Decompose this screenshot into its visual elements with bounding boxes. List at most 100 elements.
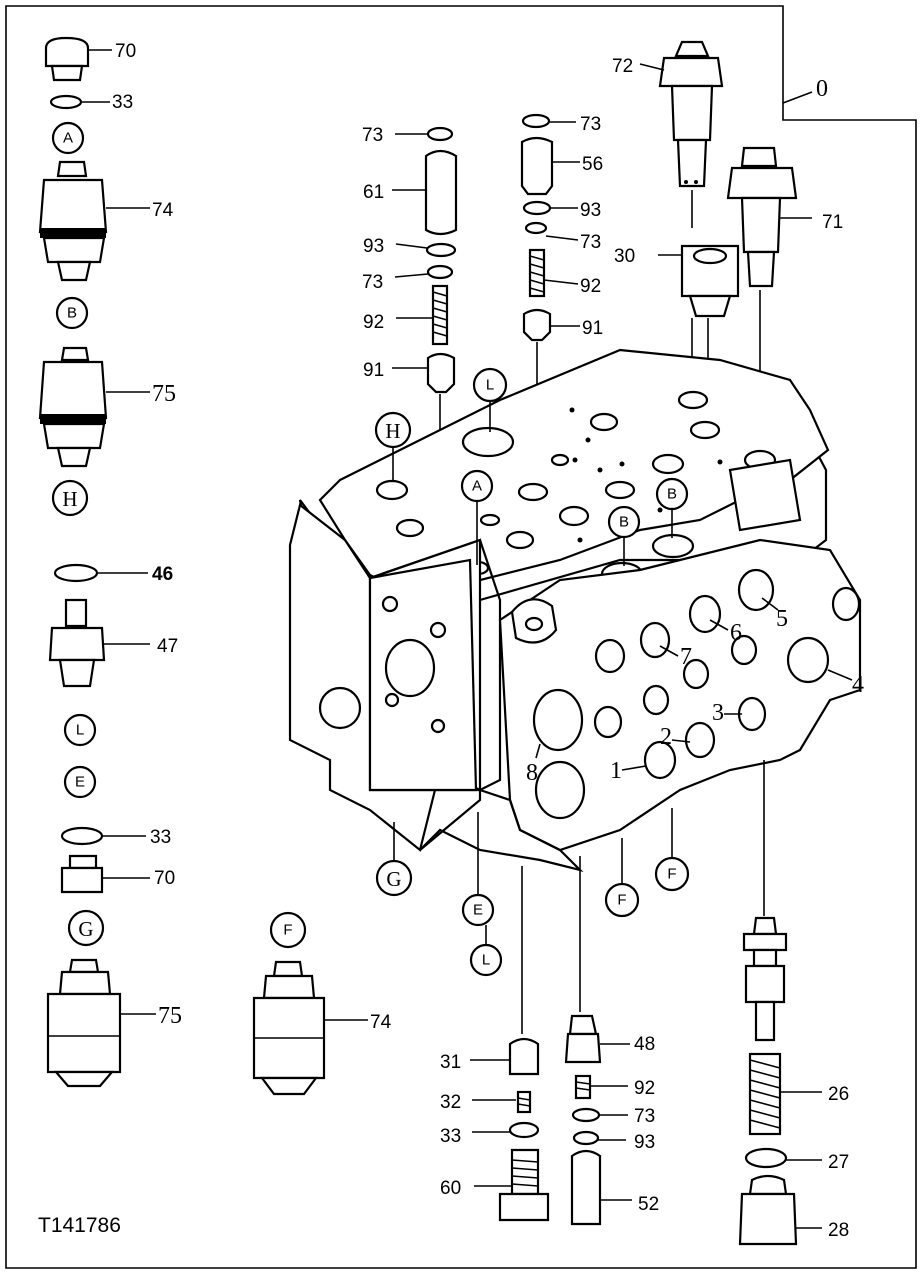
callout-28: 28 bbox=[828, 1220, 849, 1241]
letter-bubble-b-body-2: B bbox=[655, 477, 689, 538]
snap-ring-93-a bbox=[395, 242, 457, 258]
letter-bubble-f: F bbox=[269, 911, 307, 949]
oring-33-top bbox=[49, 94, 110, 110]
callout-33-bottom: 33 bbox=[440, 1126, 461, 1147]
letter-bubble-g-body: G bbox=[375, 859, 413, 897]
svg-text:H: H bbox=[385, 419, 400, 443]
callout-61: 61 bbox=[363, 182, 384, 203]
letter-bubble-l-bottom: L bbox=[469, 943, 503, 977]
relief-valve-75-top bbox=[38, 346, 150, 468]
spring-26 bbox=[748, 1052, 822, 1136]
svg-text:L: L bbox=[76, 722, 84, 739]
plunger-48 bbox=[564, 1014, 630, 1064]
callout-74: 74 bbox=[152, 200, 174, 221]
callout-92-b: 92 bbox=[580, 276, 601, 297]
spring-92-a bbox=[396, 284, 449, 346]
callout-70: 70 bbox=[115, 41, 136, 62]
poppet-stem bbox=[742, 916, 788, 1042]
svg-text:F: F bbox=[283, 922, 292, 939]
spring-92-b bbox=[528, 248, 579, 298]
spring-92-c bbox=[574, 1074, 628, 1100]
svg-text:F: F bbox=[617, 892, 626, 909]
callout-92-c: 92 bbox=[634, 1078, 655, 1099]
callout-73-d: 73 bbox=[580, 232, 601, 253]
letter-bubble-h: H bbox=[51, 479, 89, 517]
callout-31: 31 bbox=[440, 1052, 461, 1073]
callout-56: 56 bbox=[582, 154, 603, 175]
relief-valve-74-top bbox=[38, 160, 150, 282]
callout-60: 60 bbox=[440, 1178, 461, 1199]
svg-text:L: L bbox=[482, 952, 490, 969]
poppet-91-b bbox=[522, 308, 580, 342]
port-label-1: 1 bbox=[610, 758, 622, 784]
callout-27: 27 bbox=[828, 1152, 849, 1173]
callout-91-b: 91 bbox=[582, 318, 603, 339]
callout-30: 30 bbox=[614, 246, 635, 267]
corner-leader bbox=[782, 91, 813, 104]
svg-text:L: L bbox=[486, 377, 494, 394]
relief-valve-71 bbox=[726, 146, 812, 288]
callout-73-a: 73 bbox=[362, 125, 383, 146]
callout-93-b: 93 bbox=[580, 200, 601, 221]
plug-60 bbox=[474, 1148, 550, 1222]
callout-92-a: 92 bbox=[363, 312, 384, 333]
relief-valve-72 bbox=[639, 40, 724, 188]
svg-text:G: G bbox=[78, 917, 93, 941]
letter-bubble-b-body-1: B bbox=[607, 505, 641, 566]
oring-73-d bbox=[524, 221, 579, 241]
callout-26: 26 bbox=[828, 1084, 849, 1105]
drawing-frame bbox=[5, 5, 917, 1269]
svg-text:A: A bbox=[472, 478, 482, 495]
callout-73-c: 73 bbox=[580, 114, 601, 135]
corner-mark: 0 bbox=[816, 76, 828, 102]
callout-91-a: 91 bbox=[363, 360, 384, 381]
fitting-47 bbox=[48, 598, 150, 688]
svg-text:G: G bbox=[386, 867, 401, 891]
svg-text:A: A bbox=[63, 130, 73, 147]
letter-bubble-a-body: A bbox=[460, 469, 494, 565]
callout-70-mid: 70 bbox=[154, 868, 175, 889]
oring-73-c bbox=[521, 113, 576, 129]
callout-33-mid: 33 bbox=[150, 827, 171, 848]
spool-56 bbox=[520, 136, 580, 196]
port-label-4: 4 bbox=[852, 672, 864, 698]
port-labels: 4 5 6 7 3 2 1 8 bbox=[526, 597, 864, 786]
port-label-2: 2 bbox=[660, 724, 672, 750]
plug-28 bbox=[738, 1174, 822, 1246]
svg-text:B: B bbox=[667, 486, 677, 503]
letter-bubble-e-body: E bbox=[461, 893, 495, 927]
svg-text:F: F bbox=[667, 866, 676, 883]
snap-ring-93-c bbox=[572, 1130, 626, 1146]
callout-52: 52 bbox=[638, 1194, 659, 1215]
callout-74-bottom: 74 bbox=[370, 1012, 392, 1033]
callout-71: 71 bbox=[822, 212, 843, 233]
letter-bubble-h-body: H bbox=[374, 411, 412, 482]
plunger-31 bbox=[470, 1037, 540, 1076]
letter-bubble-b: B bbox=[55, 296, 89, 330]
port-label-3: 3 bbox=[712, 700, 724, 726]
oring-73-b bbox=[394, 264, 454, 280]
callout-32: 32 bbox=[440, 1092, 461, 1113]
spool-61 bbox=[392, 149, 458, 236]
callout-73-e: 73 bbox=[634, 1106, 655, 1127]
svg-text:H: H bbox=[62, 487, 77, 511]
callout-93-c: 93 bbox=[634, 1132, 655, 1153]
oring-33-bottom bbox=[472, 1121, 540, 1139]
oring-46 bbox=[53, 563, 148, 583]
oring-33-mid bbox=[60, 826, 146, 846]
oring-73-e bbox=[571, 1107, 628, 1123]
svg-text:E: E bbox=[473, 902, 483, 919]
spring-32 bbox=[472, 1090, 532, 1114]
control-valve-body bbox=[288, 348, 862, 873]
letter-bubble-l-body: L bbox=[472, 367, 508, 432]
port-label-8: 8 bbox=[526, 760, 538, 786]
svg-text:B: B bbox=[67, 305, 77, 322]
callout-93-a: 93 bbox=[363, 236, 384, 257]
callout-46: 46 bbox=[152, 564, 173, 585]
oring-73-a bbox=[395, 126, 454, 142]
snap-ring-93-b bbox=[522, 200, 578, 216]
callout-33: 33 bbox=[112, 92, 133, 113]
spool-52 bbox=[570, 1149, 632, 1226]
letter-bubble-g: G bbox=[67, 909, 105, 947]
